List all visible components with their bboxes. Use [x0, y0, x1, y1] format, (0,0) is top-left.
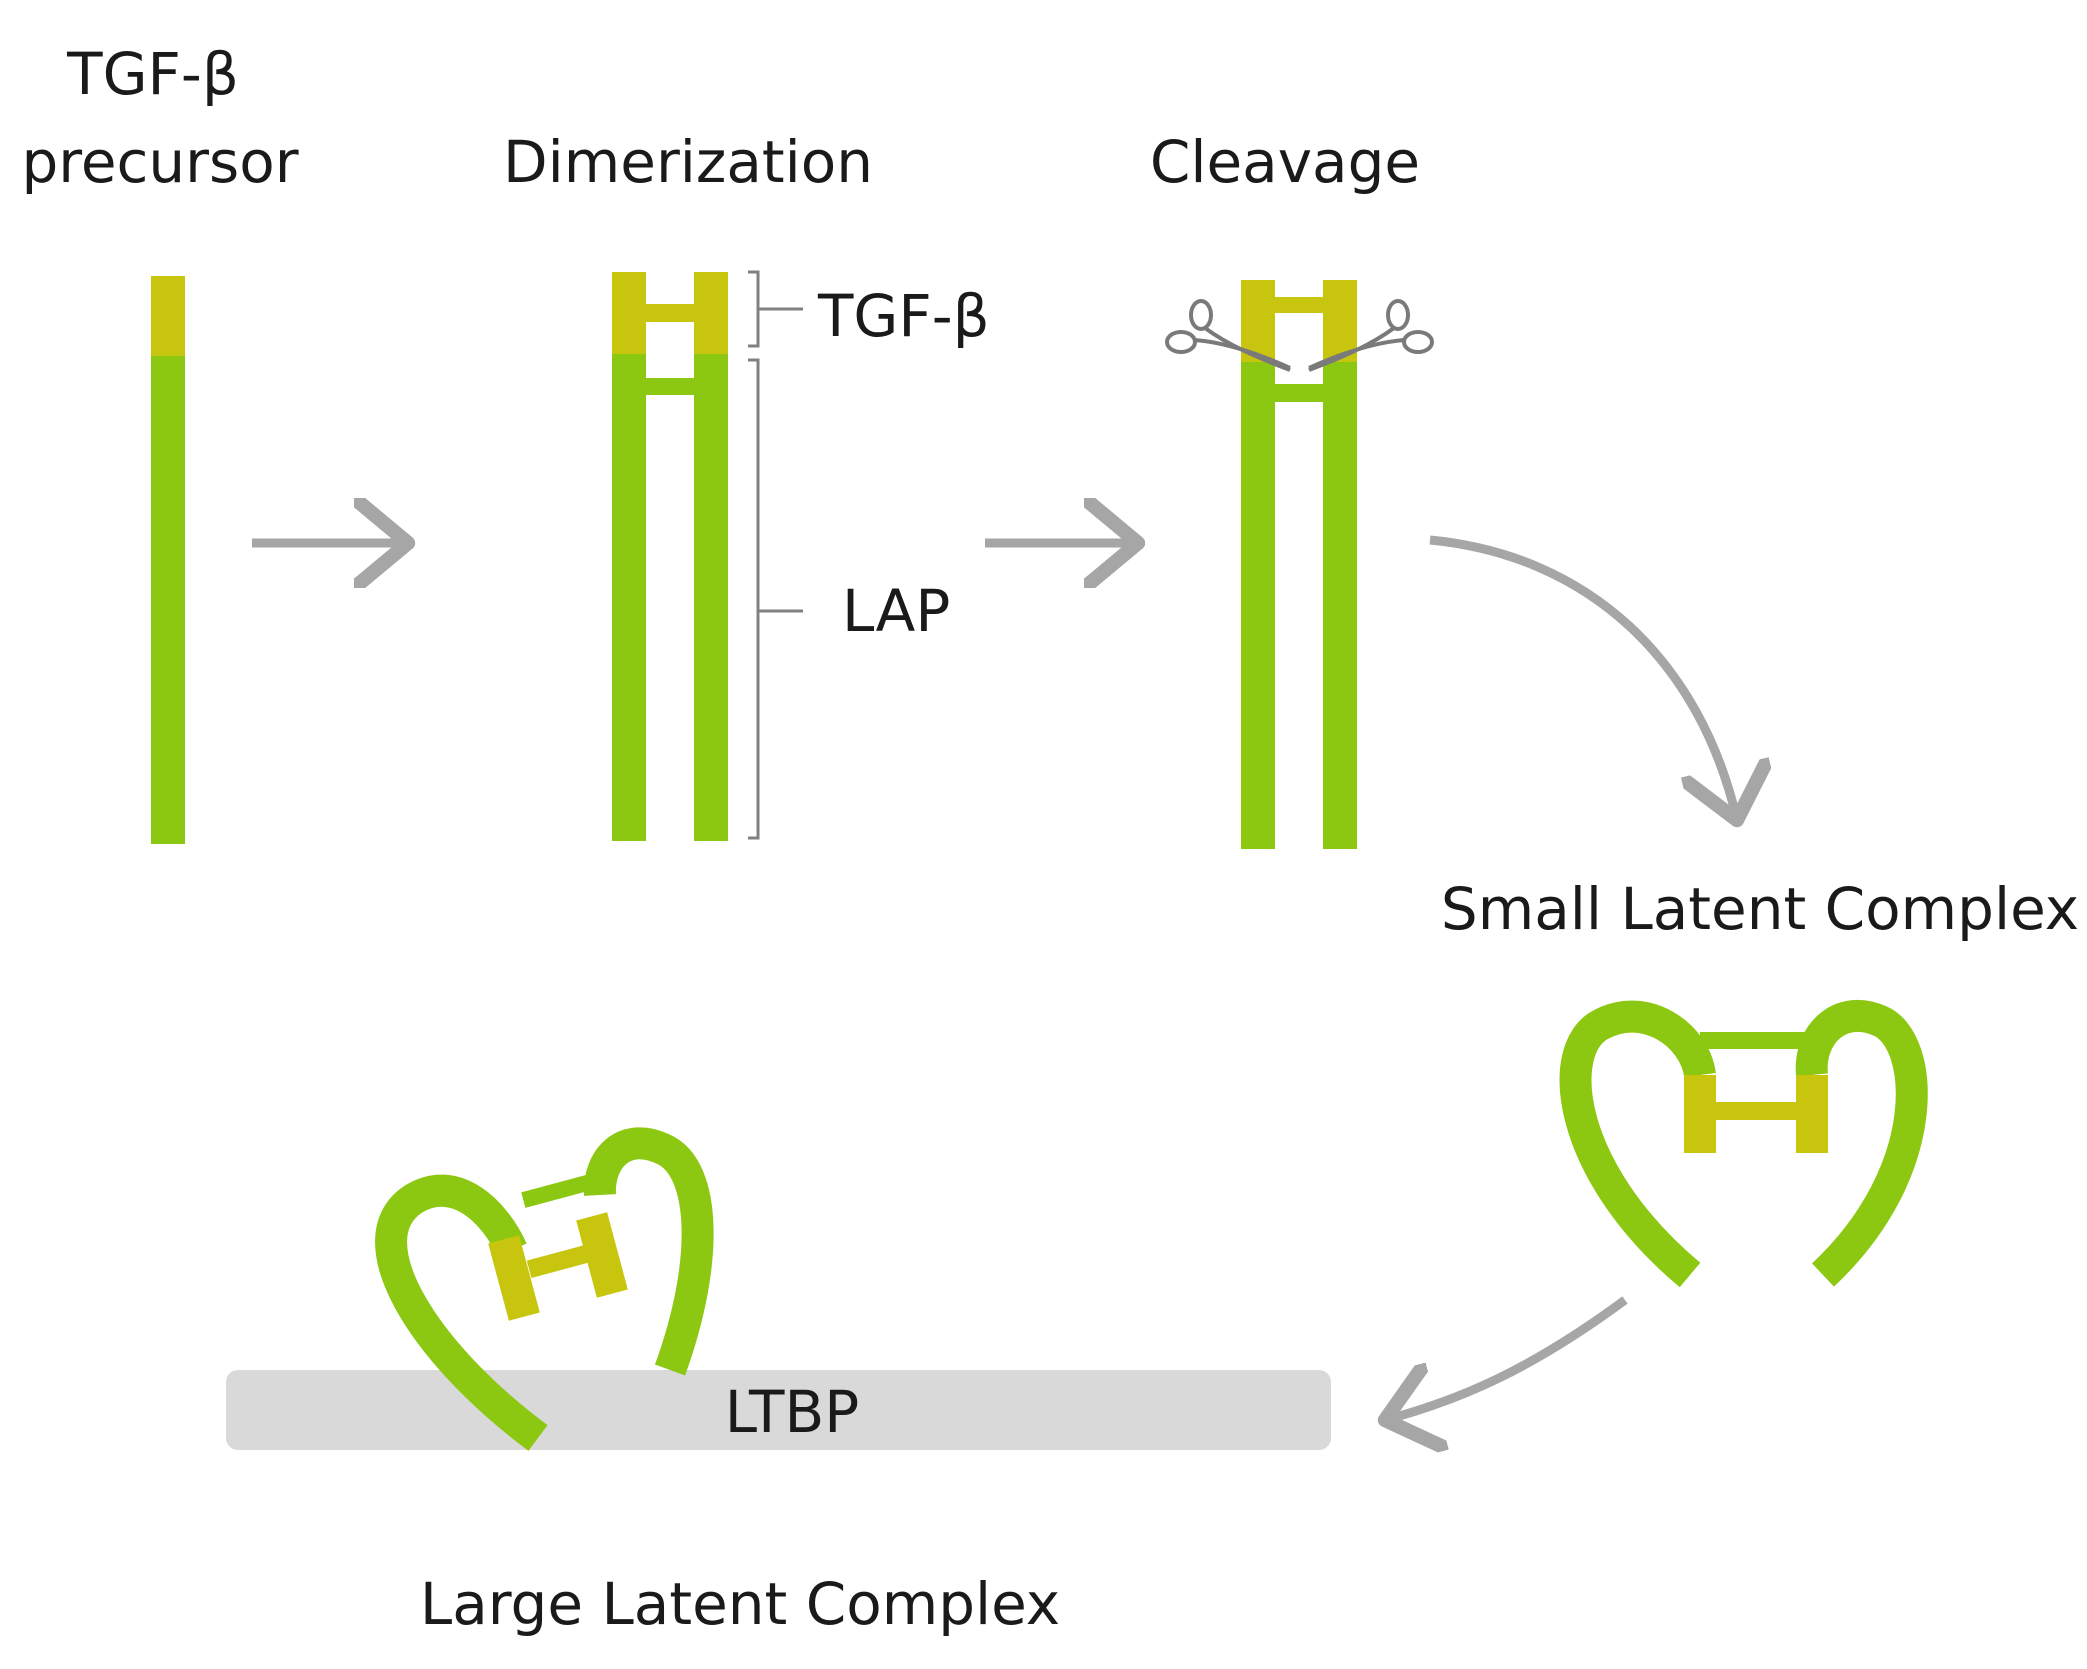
large-latent-complex-label: Large Latent Complex	[419, 1570, 1061, 1638]
small-latent-complex-shape	[1559, 999, 1928, 1288]
small-latent-complex-label: Small Latent Complex	[1440, 875, 2080, 943]
cleaved-dimer-structure	[1241, 280, 1357, 849]
tgf-beta-bracket-label: TGF-β	[818, 282, 990, 350]
large-latent-complex-shape	[375, 1127, 714, 1451]
precursor-title-line2: precursor	[21, 128, 299, 196]
bracket-tgf-beta	[748, 270, 803, 348]
dimer-lap-crossbar	[646, 378, 694, 395]
cleavage-title: Cleavage	[1149, 128, 1421, 196]
scissors-icon	[1165, 299, 1291, 372]
precursor-tgf-segment	[151, 276, 185, 356]
dimerization-title: Dimerization	[502, 128, 874, 196]
scissors-icon	[1308, 299, 1434, 372]
arrow-to-large-latent-complex	[1385, 1296, 1628, 1420]
ltbp-label: LTBP	[724, 1378, 860, 1446]
dimer-structure	[612, 272, 728, 841]
dimer-tgf-crossbar	[646, 304, 694, 322]
bracket-lap	[748, 358, 803, 840]
lap-bracket-label: LAP	[842, 577, 951, 645]
precursor-title-line1: TGF-β	[67, 40, 239, 108]
precursor-strand	[151, 276, 185, 844]
precursor-lap-segment	[151, 356, 185, 844]
arrow-to-small-latent-complex	[1429, 535, 1737, 820]
